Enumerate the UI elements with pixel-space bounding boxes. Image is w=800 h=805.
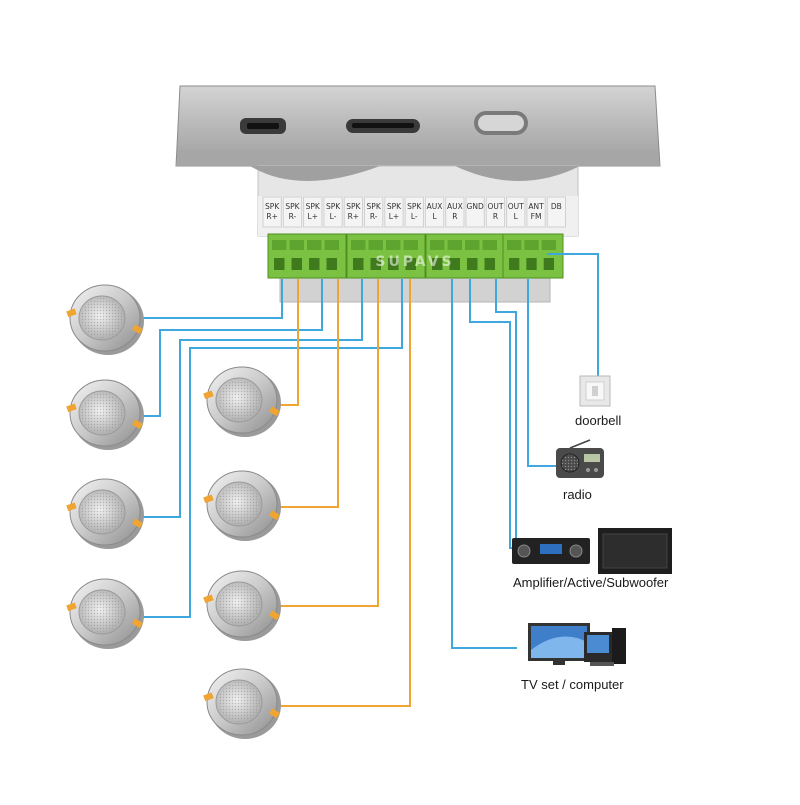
blue-wire <box>139 279 403 618</box>
svg-text:R: R <box>452 212 457 221</box>
terminal-block <box>502 233 564 279</box>
svg-text:DB: DB <box>551 202 562 211</box>
svg-text:L: L <box>432 212 437 221</box>
wires <box>139 253 599 707</box>
svg-text:R-: R- <box>370 212 378 221</box>
tv-computer-device <box>528 623 626 666</box>
ceiling-speaker <box>203 570 281 641</box>
orange-wire <box>277 279 379 607</box>
svg-text:SPK: SPK <box>265 202 280 211</box>
ceiling-speaker <box>203 470 281 541</box>
terminal-block <box>425 233 505 279</box>
blue-wire-radio <box>527 279 557 467</box>
svg-text:L-: L- <box>411 212 418 221</box>
terminal-labels: SPKR+SPKR-SPKL+SPKL-SPKR+SPKR-SPKL+SPKL-… <box>262 196 567 228</box>
svg-text:SPK: SPK <box>407 202 422 211</box>
ceiling-speaker <box>66 284 144 355</box>
terminal-label: DB <box>546 196 567 228</box>
amplifier-label: Amplifier/Active/Subwoofer <box>513 575 669 590</box>
svg-text:AUX: AUX <box>447 202 463 211</box>
tv-computer-label: TV set / computer <box>521 677 624 692</box>
terminal-block <box>346 233 426 279</box>
ceiling-speaker <box>66 578 144 649</box>
svg-text:SPK: SPK <box>306 202 321 211</box>
blue-wire-doorbell <box>547 253 599 379</box>
amplifier-device <box>512 528 672 574</box>
svg-text:ANT: ANT <box>528 202 544 211</box>
ceiling-speaker <box>203 668 281 739</box>
blue-wire-amp-gnd <box>469 279 523 549</box>
svg-text:R: R <box>493 212 498 221</box>
blue-wire-tv <box>451 279 517 649</box>
radio-device <box>556 439 604 478</box>
orange-wire <box>277 279 411 707</box>
svg-text:L+: L+ <box>389 212 399 221</box>
terminal-label: GND <box>465 196 485 228</box>
svg-text:R+: R+ <box>266 212 278 221</box>
svg-text:L+: L+ <box>308 212 318 221</box>
svg-text:SPK: SPK <box>346 202 361 211</box>
blue-wire <box>139 279 323 417</box>
doorbell-label: doorbell <box>575 413 622 428</box>
svg-text:R+: R+ <box>348 212 360 221</box>
ceiling-speaker <box>66 478 144 549</box>
svg-text:OUT: OUT <box>487 202 503 211</box>
svg-text:R-: R- <box>289 212 297 221</box>
watermark: SUPAVS <box>375 254 454 270</box>
terminal-blocks: SUPAVS <box>267 233 564 279</box>
svg-text:L: L <box>514 212 519 221</box>
blue-wire <box>139 279 283 319</box>
svg-text:AUX: AUX <box>427 202 443 211</box>
svg-text:SPK: SPK <box>285 202 300 211</box>
ceiling-speaker <box>66 379 144 450</box>
svg-text:L-: L- <box>330 212 337 221</box>
svg-text:SPK: SPK <box>326 202 341 211</box>
radio-label: radio <box>563 487 592 502</box>
orange-wire <box>277 279 339 508</box>
svg-text:OUT: OUT <box>508 202 524 211</box>
speakers <box>66 284 281 739</box>
ceiling-speaker <box>203 366 281 437</box>
svg-text:SPK: SPK <box>367 202 382 211</box>
svg-text:SPK: SPK <box>387 202 402 211</box>
blue-wire <box>139 279 363 518</box>
blue-wire-amp <box>495 279 517 549</box>
svg-text:FM: FM <box>531 212 542 221</box>
terminal-block <box>267 233 347 279</box>
svg-text:GND: GND <box>467 202 484 211</box>
doorbell-device <box>579 375 611 407</box>
